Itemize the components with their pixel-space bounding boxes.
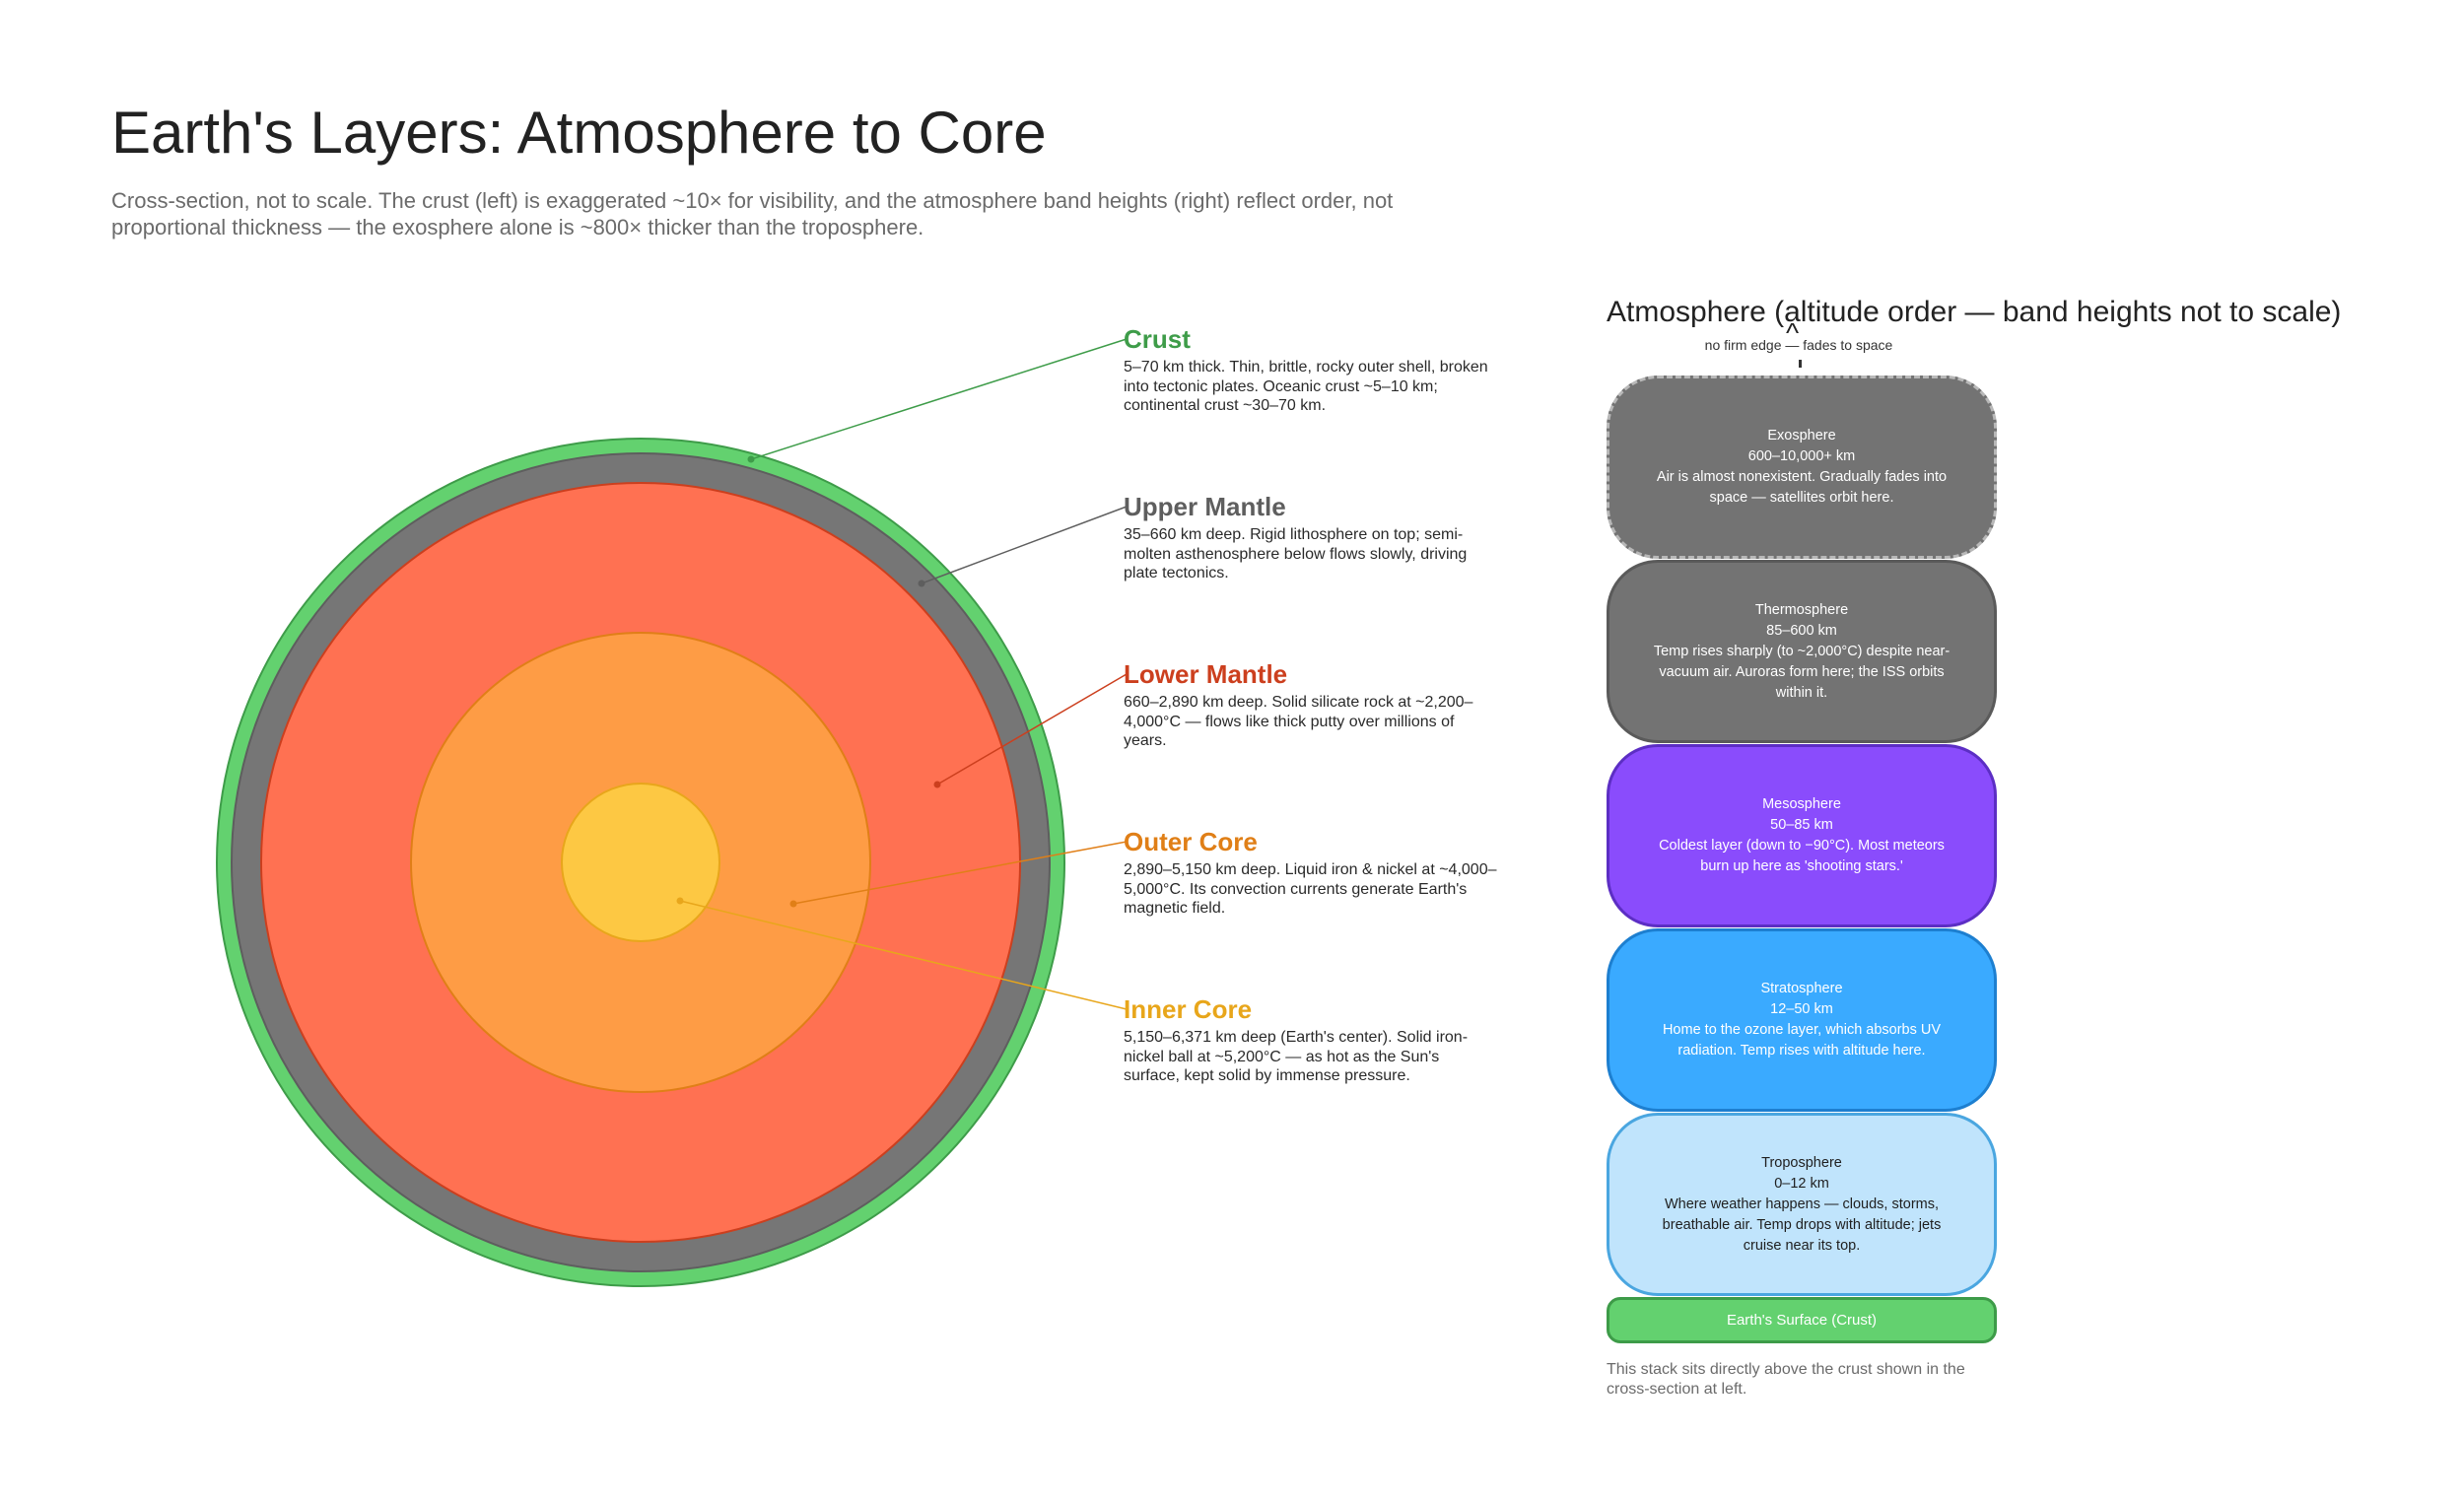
band-range: 12–50 km: [1770, 1001, 1833, 1017]
inner-core-circle: [561, 783, 720, 942]
mesosphere-band: Mesosphere 50–85 km Coldest layer (down …: [1607, 744, 1997, 927]
lower-mantle-name: Lower Mantle: [1124, 659, 1288, 689]
edge-note: no firm edge — fades to space: [1704, 337, 1893, 353]
inner-core-leader-line: [679, 900, 1128, 1010]
band-range: 600–10,000+ km: [1747, 448, 1856, 464]
outer-core-name: Outer Core: [1124, 827, 1258, 856]
inner-core-leader-dot: [676, 897, 684, 905]
upper-mantle-leader-line: [921, 506, 1128, 584]
outer-core-description: 2,890–5,150 km deep. Liquid iron & nicke…: [1124, 861, 1497, 917]
band-description: Air is almost nonexistent. Gradually fad…: [1656, 469, 1948, 506]
upper-mantle-label: Upper Mantle 35–660 km deep. Rigid litho…: [1124, 492, 1498, 583]
exosphere-band: Exosphere 600–10,000+ km Air is almost n…: [1607, 376, 1997, 559]
band-description: Home to the ozone layer, which absorbs U…: [1662, 1022, 1942, 1059]
lower-mantle-leader-dot: [933, 781, 941, 788]
band-description: Temp rises sharply (to ~2,000°C) despite…: [1653, 643, 1951, 701]
inner-core-description: 5,150–6,371 km deep (Earth's center). So…: [1124, 1029, 1469, 1084]
lower-mantle-description: 660–2,890 km deep. Solid silicate rock a…: [1124, 694, 1473, 749]
band-name: Troposphere: [1761, 1154, 1842, 1171]
inner-core-label: Inner Core 5,150–6,371 km deep (Earth's …: [1124, 994, 1498, 1086]
crust-description: 5–70 km thick. Thin, brittle, rocky oute…: [1124, 359, 1488, 414]
crust-name: Crust: [1124, 324, 1191, 354]
stack-note: This stack sits directly above the crust…: [1607, 1361, 1965, 1398]
band-name: Exosphere: [1767, 428, 1836, 444]
band-name: Thermosphere: [1754, 601, 1849, 618]
up-arrow-icon: ^: [1786, 317, 1800, 348]
outer-core-label: Outer Core 2,890–5,150 km deep. Liquid i…: [1124, 827, 1498, 919]
band-name: Mesosphere: [1762, 796, 1841, 812]
page-title: Earth's Layers: Atmosphere to Core: [111, 100, 1047, 166]
band-name: Stratosphere: [1760, 981, 1843, 996]
upper-mantle-description: 35–660 km deep. Rigid lithosphere on top…: [1124, 526, 1468, 581]
lower-mantle-label: Lower Mantle 660–2,890 km deep. Solid si…: [1124, 659, 1498, 751]
outer-core-leader-dot: [789, 900, 797, 908]
band-range: 0–12 km: [1774, 1175, 1829, 1192]
thermosphere-band: Thermosphere 85–600 km Temp rises sharpl…: [1607, 560, 1997, 743]
band-range: 85–600 km: [1766, 622, 1837, 639]
upper-mantle-name: Upper Mantle: [1124, 492, 1286, 521]
lower-mantle-leader-line: [936, 673, 1128, 786]
band-description: Coldest layer (down to −90°C). Most mete…: [1659, 838, 1945, 874]
band-range: 50–85 km: [1770, 817, 1833, 833]
upper-mantle-leader-dot: [918, 580, 925, 587]
edge-tick: [1799, 360, 1802, 368]
stratosphere-band: Stratosphere 12–50 km Home to the ozone …: [1607, 928, 1997, 1112]
band-description: Where weather happens — clouds, storms, …: [1662, 1196, 1942, 1254]
troposphere-band: Troposphere 0–12 km Where weather happen…: [1607, 1113, 1997, 1296]
inner-core-name: Inner Core: [1124, 994, 1253, 1024]
crust-leader-dot: [747, 455, 755, 463]
earth-surface-bar: Earth's Surface (Crust): [1607, 1297, 1997, 1343]
crust-leader-line: [750, 338, 1128, 460]
page-subtitle: Cross-section, not to scale. The crust (…: [111, 188, 1394, 239]
crust-label: Crust 5–70 km thick. Thin, brittle, rock…: [1124, 324, 1498, 416]
atmosphere-title: Atmosphere (altitude order — band height…: [1607, 296, 2342, 328]
outer-core-leader-line: [792, 841, 1128, 905]
